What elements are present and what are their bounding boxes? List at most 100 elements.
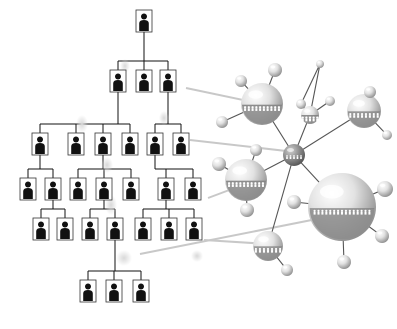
network-sphere-17 [377, 181, 393, 197]
person-silhouette-icon [188, 181, 198, 199]
person-silhouette-icon [161, 181, 171, 199]
person-card [132, 279, 150, 303]
tiny-person-icon [372, 112, 375, 118]
person-silhouette-icon [125, 136, 135, 154]
tiny-person-icon [313, 209, 316, 215]
network-sphere-14 [212, 157, 226, 171]
tiny-person-icon [278, 247, 282, 253]
person-silhouette-icon [98, 136, 108, 154]
tiny-person-icon [325, 209, 328, 215]
tiny-person-icon [239, 182, 242, 187]
person-silhouette-icon [126, 181, 136, 199]
person-card [135, 9, 153, 33]
tiny-person-icon [364, 209, 367, 215]
person-card [172, 132, 190, 156]
tiny-person-icon [360, 112, 364, 118]
network-sphere-4 [308, 173, 376, 241]
person-card [19, 177, 37, 201]
person-card [31, 132, 49, 156]
tiny-person-icon [312, 116, 315, 122]
person-silhouette-icon [109, 283, 119, 301]
connector-highlight-6 [191, 250, 203, 262]
person-silhouette-icon [99, 181, 109, 199]
person-card [106, 217, 124, 241]
person-card [121, 132, 139, 156]
connector-highlight-7 [159, 111, 169, 125]
tiny-person-icon [348, 209, 351, 215]
network-spheres [212, 60, 393, 276]
person-card [94, 132, 112, 156]
tiny-person-icon [246, 182, 249, 187]
person-card [69, 177, 87, 201]
tiny-person-icon [316, 116, 319, 122]
person-silhouette-icon [83, 283, 93, 301]
person-silhouette-icon [163, 73, 173, 91]
tiny-person-icon [301, 116, 304, 122]
network-sphere-8 [235, 75, 247, 87]
connector-highlights [76, 59, 203, 266]
tiny-person-icon [353, 112, 356, 118]
person-silhouette-icon [73, 181, 83, 199]
person-card [105, 279, 123, 303]
network-sphere-12 [325, 96, 335, 106]
person-silhouette-icon [113, 73, 123, 91]
tiny-person-icon [270, 106, 273, 111]
person-card [109, 69, 127, 93]
tiny-person-icon [251, 106, 254, 111]
tiny-person-icon [255, 106, 258, 111]
person-silhouette-icon [136, 283, 146, 301]
org-chart-people [19, 9, 203, 303]
person-card [32, 217, 50, 241]
person-silhouette-icon [85, 221, 95, 239]
tiny-person-icon [340, 209, 344, 215]
tiny-person-icon [277, 106, 281, 111]
tiny-person-icon [356, 209, 359, 215]
tiny-person-icon [329, 209, 332, 215]
tiny-person-icon [360, 209, 363, 215]
person-card [134, 217, 152, 241]
network-sphere-2 [347, 94, 381, 128]
network-sphere-15 [240, 203, 254, 217]
network-sphere-21 [382, 130, 392, 140]
network-sphere-22 [364, 86, 376, 98]
network-sphere-16 [287, 195, 301, 209]
person-silhouette-icon [60, 221, 70, 239]
tiny-person-icon [266, 106, 269, 111]
person-silhouette-icon [48, 181, 58, 199]
person-silhouette-icon [110, 221, 120, 239]
tiny-person-icon [259, 106, 262, 111]
network-sphere-10 [296, 99, 306, 109]
network-sphere-5 [253, 231, 283, 261]
connector-group-6 [154, 155, 194, 178]
tiny-person-icon [333, 209, 336, 215]
network-edge-12 [300, 63, 321, 105]
tiny-person-icon [231, 182, 234, 187]
network-sphere-1 [241, 83, 283, 125]
tiny-person-icon [243, 182, 246, 187]
person-card [185, 217, 203, 241]
link-ray-5 [139, 213, 343, 255]
tiny-person-icon [266, 247, 270, 253]
person-card [95, 177, 113, 201]
tiny-person-icon [321, 209, 324, 215]
person-card [122, 177, 140, 201]
connector-highlight-2 [76, 115, 88, 133]
tiny-person-icon [352, 209, 355, 215]
tiny-person-icon [270, 247, 274, 253]
person-silhouette-icon [139, 13, 149, 31]
connector-group-9 [142, 200, 195, 218]
tiny-person-icon [262, 106, 265, 111]
connector-group-4 [27, 155, 54, 178]
tiny-person-icon [317, 209, 320, 215]
person-card [81, 217, 99, 241]
person-silhouette-icon [35, 136, 45, 154]
tiny-person-icon [250, 182, 253, 187]
person-silhouette-icon [71, 136, 81, 154]
person-silhouette-icon [164, 221, 174, 239]
link-ray-2 [189, 139, 296, 153]
connector-highlight-5 [116, 250, 132, 266]
person-card [160, 217, 178, 241]
person-card [184, 177, 202, 201]
person-card [79, 279, 97, 303]
